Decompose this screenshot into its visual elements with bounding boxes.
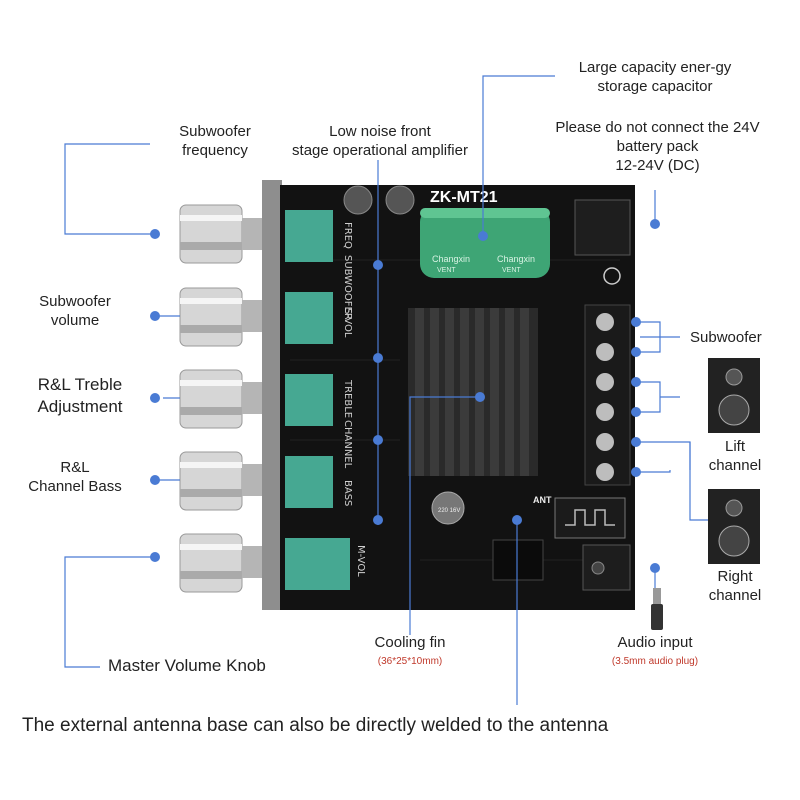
label-subwoofer-volume: Subwoofer volume	[20, 292, 130, 330]
label-capacitor: Large capacity ener-gy storage capacitor	[555, 58, 755, 96]
board-model: ZK-MT21	[430, 189, 498, 206]
bluetooth-module	[554, 497, 626, 539]
label-left-line2: channel	[708, 457, 762, 474]
label-opamp-line2: stage operational amplifier	[292, 142, 468, 159]
filter-capacitor	[431, 491, 465, 525]
dc-power-jack[interactable]	[574, 199, 631, 256]
label-subwoofer-output: Subwoofer	[690, 329, 762, 346]
silk-svol: S-VOL	[342, 308, 353, 338]
pot-bass	[285, 456, 333, 508]
label-opamp-line1: Low noise front	[329, 123, 431, 140]
chip-label: 220 16V	[438, 508, 460, 514]
knob-bass[interactable]	[179, 451, 262, 511]
audio-plug-icon	[651, 588, 663, 630]
label-sub-freq-line1: Subwoofer	[179, 123, 251, 140]
knob-subwoofer-frequency[interactable]	[179, 204, 262, 264]
knob-master-volume[interactable]	[179, 533, 262, 593]
label-antenna-note: The external antenna base can also be di…	[22, 715, 609, 736]
speaker-icon-left	[708, 358, 760, 433]
label-bass-line1: R&L	[60, 459, 90, 476]
capacitor-brand-1: Changxin	[432, 254, 470, 264]
power-icon	[603, 267, 621, 285]
ant-label: ANT	[533, 495, 552, 505]
cooling-fin	[408, 308, 538, 476]
label-bass-line2: Channel Bass	[28, 478, 122, 495]
silk-bass: BASS	[342, 480, 353, 506]
label-capacitor-line2: storage capacitor	[597, 78, 713, 95]
capacitor-vent-2: VENT	[502, 267, 521, 274]
label-subwoofer-frequency: Subwoofer frequency	[160, 122, 270, 160]
callout-dots	[150, 219, 660, 573]
side-plate	[262, 180, 282, 610]
pot-treble	[285, 374, 333, 426]
label-cooling-dimensions: (36*25*10mm)	[377, 656, 443, 667]
dsp-chip	[492, 539, 544, 581]
label-left-line1: Lift	[724, 438, 745, 455]
speaker-icon-right	[708, 489, 760, 564]
label-sub-vol-line1: Subwoofer	[39, 293, 111, 310]
silk-treble: TREBLE	[342, 379, 353, 418]
label-treble-line2: Adjustment	[37, 397, 123, 416]
label-audio-input: Audio input (3.5mm audio plug)	[590, 633, 720, 671]
audio-input-jack[interactable]	[582, 544, 631, 591]
knob-subwoofer-volume[interactable]	[179, 287, 262, 347]
pot-freq	[285, 210, 333, 262]
label-bass: R&L Channel Bass	[10, 458, 140, 496]
small-capacitor	[385, 185, 415, 215]
energy-storage-capacitor: Changxin Changxin VENT VENT	[420, 208, 550, 278]
label-cooling-fin: Cooling fin (36*25*10mm)	[355, 633, 465, 671]
capacitor-brand-2: Changxin	[497, 254, 535, 264]
label-battery-line1: Please do not connect the 24V	[555, 119, 760, 136]
label-right-line2: channel	[708, 587, 762, 604]
silk-freq: FREQ	[342, 222, 353, 249]
speaker-terminal-block[interactable]	[584, 304, 631, 486]
label-sub-freq-line2: frequency	[182, 142, 248, 159]
small-capacitor	[343, 185, 373, 215]
silk-mvol: M-VOL	[355, 545, 366, 577]
antenna-trace	[565, 509, 615, 526]
silk-subwoofer: SUBWOOFER	[342, 255, 353, 320]
label-audio-plug: (3.5mm audio plug)	[611, 656, 699, 667]
label-capacitor-line1: Large capacity ener-gy	[578, 59, 732, 76]
capacitor-vent-1: VENT	[437, 267, 456, 274]
label-right-line1: Right	[717, 568, 753, 585]
label-treble-line1: R&L Treble	[37, 375, 123, 394]
label-opamp: Low noise front stage operational amplif…	[275, 122, 485, 160]
label-battery-voltage: 12-24V (DC)	[615, 157, 700, 174]
label-master-volume: Master Volume Knob	[108, 656, 266, 675]
knob-treble[interactable]	[179, 369, 262, 429]
label-battery-line2: battery pack	[616, 138, 699, 155]
label-audio-input-title: Audio input	[617, 634, 693, 651]
silk-channel: CHANNEL	[342, 420, 353, 469]
label-battery-warning: Please do not connect the 24V battery pa…	[530, 118, 785, 175]
label-sub-vol-line2: volume	[50, 312, 100, 329]
label-cooling-title: Cooling fin	[374, 634, 446, 651]
label-left-channel: Lift channel	[695, 437, 775, 475]
pot-svol	[285, 292, 333, 344]
label-right-channel: Right channel	[695, 567, 775, 605]
label-treble: R&L Treble Adjustment	[10, 374, 150, 418]
pot-mvol	[285, 538, 350, 590]
